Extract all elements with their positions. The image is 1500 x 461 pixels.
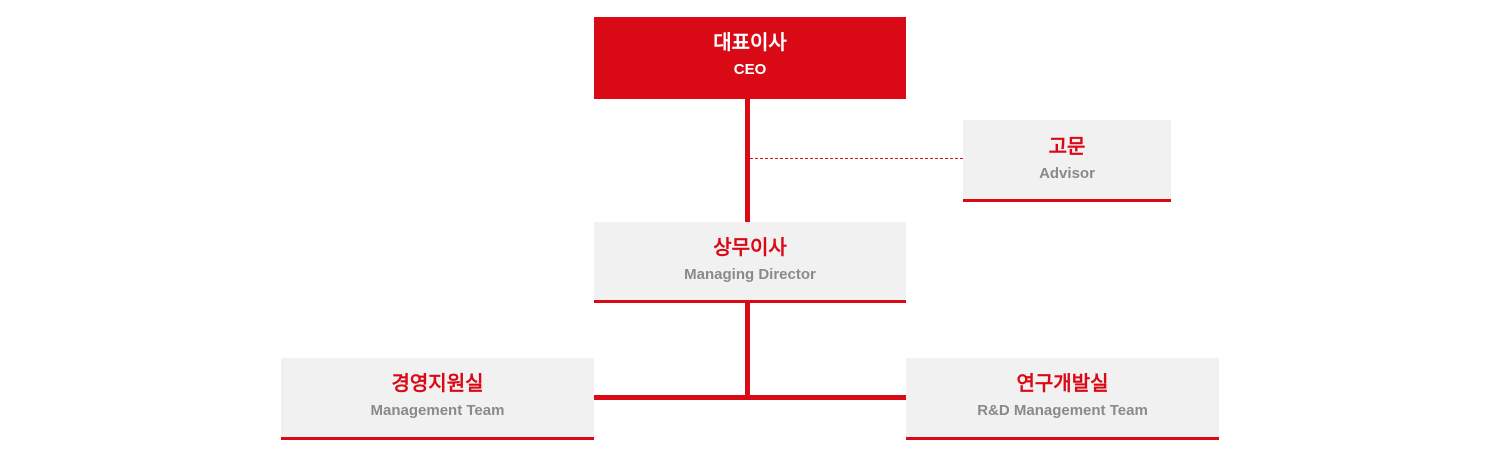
connector-ceo-to-managing-director: [745, 99, 750, 222]
dashed-connector-to-advisor: [750, 158, 963, 159]
ceo-box: 대표이사 CEO: [594, 17, 906, 99]
rnd-team-box: 연구개발실 R&D Management Team: [906, 358, 1219, 440]
management-team-title-korean: 경영지원실: [391, 371, 484, 395]
managing-director-box: 상무이사 Managing Director: [594, 222, 906, 303]
managing-director-title-english: Managing Director: [684, 266, 816, 283]
ceo-title-korean: 대표이사: [713, 30, 787, 54]
management-team-title-english: Management Team: [370, 402, 505, 419]
connector-managing-director-to-teams: [745, 303, 750, 399]
rnd-team-title-korean: 연구개발실: [1016, 371, 1109, 395]
management-team-box: 경영지원실 Management Team: [281, 358, 594, 440]
ceo-title-english: CEO: [733, 61, 767, 78]
advisor-title-korean: 고문: [1048, 134, 1086, 158]
advisor-box: 고문 Advisor: [963, 120, 1171, 202]
rnd-team-title-english: R&D Management Team: [977, 402, 1148, 419]
managing-director-title-korean: 상무이사: [713, 235, 787, 259]
connector-team-branch: [594, 395, 906, 400]
advisor-title-english: Advisor: [1039, 165, 1095, 182]
